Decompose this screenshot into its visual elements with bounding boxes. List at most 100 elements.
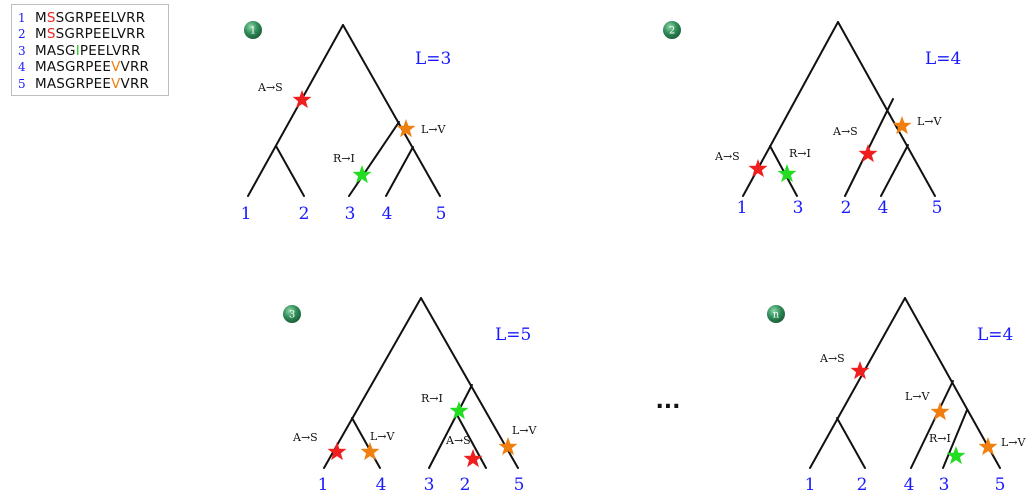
leaf-label: 1 (318, 475, 329, 495)
mutation-star (449, 401, 469, 420)
tree-branches (247, 24, 441, 197)
mutation-label: A→S (819, 352, 845, 365)
step-badge: n (767, 305, 785, 323)
leaf-label: 4 (878, 198, 889, 218)
tree-2: 2 L=4 1 3 2 4 5 A→S R→I A→S L→V (663, 21, 961, 218)
mutation-label: R→I (789, 147, 811, 160)
mutation-star (498, 437, 518, 456)
sequence-number: 2 (18, 27, 26, 42)
mutation-star (930, 402, 950, 421)
sequence-prefix: MASGRPEE (35, 75, 112, 92)
mutation-label: R→I (421, 392, 443, 405)
leaf-label: 3 (345, 204, 356, 224)
leaf-label: 5 (932, 198, 943, 218)
leaf-labels: 1 2 4 3 5 (805, 475, 1006, 495)
mutation-markers: A→S L→V R→I A→S L→V (292, 392, 538, 468)
sequence-suffix: VRR (120, 75, 150, 92)
leaf-label: 1 (737, 198, 748, 218)
mutated-residue: I (75, 42, 80, 59)
leaf-label: 5 (436, 204, 447, 224)
leaf-label: 1 (805, 475, 816, 495)
sequence-suffix: VRR (120, 59, 150, 76)
sequence-number: 3 (18, 43, 26, 58)
badge-number: n (773, 310, 780, 321)
mutated-residue: S (46, 26, 56, 43)
mutation-markers: A→S L→V R→I (257, 81, 447, 184)
parsimony-score: L=5 (495, 325, 531, 345)
mutation-markers: A→S R→I A→S L→V (714, 115, 943, 183)
mutated-residue: S (46, 10, 56, 26)
mutation-star (858, 144, 878, 163)
tree-branches (742, 21, 936, 197)
leaf-labels: 1 3 2 4 5 (737, 198, 943, 218)
leaf-label: 4 (376, 475, 387, 495)
sequence-suffix: SGRPEELVRR (55, 26, 146, 43)
mutation-label: A→S (832, 125, 858, 138)
leaf-label: 3 (939, 475, 950, 495)
mutation-label: A→S (445, 434, 471, 447)
parsimony-score: L=4 (977, 325, 1013, 345)
tree-branches (809, 297, 1001, 469)
alignment-row: 4 MASGRPEEVVRR (18, 58, 168, 76)
leaf-label: 2 (841, 198, 852, 218)
leaf-label: 3 (793, 198, 804, 218)
leaf-label: 2 (460, 475, 471, 495)
badge-number: 2 (669, 26, 675, 37)
tree-1: 1 L=3 1 2 3 4 5 A→S L→V R→I (241, 21, 451, 224)
sequence-number: 5 (18, 76, 26, 91)
mutation-star (360, 442, 380, 461)
mutation-label: L→V (905, 390, 931, 403)
mutation-star (892, 116, 912, 135)
leaf-label: 5 (514, 475, 525, 495)
mutation-star (463, 449, 483, 468)
sequence-prefix: MASGRPEE (35, 59, 112, 76)
mutation-label: A→S (292, 431, 318, 444)
leaf-label: 4 (904, 475, 915, 495)
alignment-row: 3 MASGIPEELVRR (18, 42, 168, 59)
leaf-label: 2 (857, 475, 868, 495)
ellipsis: ... (655, 389, 680, 414)
tree-3: 3 L=5 1 4 3 2 5 A→S L→V R→I A→S L→V (283, 297, 538, 495)
step-badge: 3 (283, 305, 301, 323)
leaf-label: 5 (995, 475, 1006, 495)
sequence-prefix: M (35, 10, 47, 26)
tree-n: n L=4 1 2 4 3 5 A→S L→V R→I L→V (767, 297, 1027, 495)
mutation-star (946, 446, 966, 465)
mutation-label: L→V (512, 424, 538, 437)
sequence-suffix: PEELVRR (79, 42, 141, 59)
mutation-label: L→V (421, 123, 447, 136)
mutation-star (850, 361, 870, 380)
leaf-label: 2 (299, 204, 310, 224)
leaf-label: 3 (424, 475, 435, 495)
mutated-residue: V (111, 75, 121, 92)
sequence-prefix: M (35, 26, 47, 43)
mutation-label: L→V (370, 430, 396, 443)
sequence-number: 4 (18, 60, 26, 75)
mutation-label: L→V (1001, 436, 1027, 449)
leaf-label: 4 (382, 204, 393, 224)
parsimony-score: L=4 (925, 49, 961, 69)
leaf-labels: 1 2 3 4 5 (241, 204, 447, 224)
sequence-number: 1 (18, 11, 26, 25)
mutation-star (292, 90, 312, 109)
mutation-markers: A→S L→V R→I L→V (819, 352, 1027, 465)
mutation-label: R→I (333, 152, 355, 165)
mutation-label: A→S (714, 150, 740, 163)
mutation-label: R→I (929, 432, 951, 445)
mutation-label: A→S (257, 81, 283, 94)
leaf-labels: 1 4 3 2 5 (318, 475, 525, 495)
parsimony-score: L=3 (415, 49, 451, 69)
tree-branches (323, 297, 519, 469)
alignment-row: 5 MASGRPEEVVRR (18, 75, 168, 92)
badge-number: 3 (289, 310, 295, 321)
mutation-star (327, 442, 347, 461)
sequence-prefix: MASG (35, 42, 76, 59)
mutated-residue: V (111, 59, 121, 76)
step-badge: 1 (244, 21, 262, 39)
mutation-star (396, 119, 416, 138)
sequence-suffix: SGRPEELVRR (55, 10, 146, 26)
